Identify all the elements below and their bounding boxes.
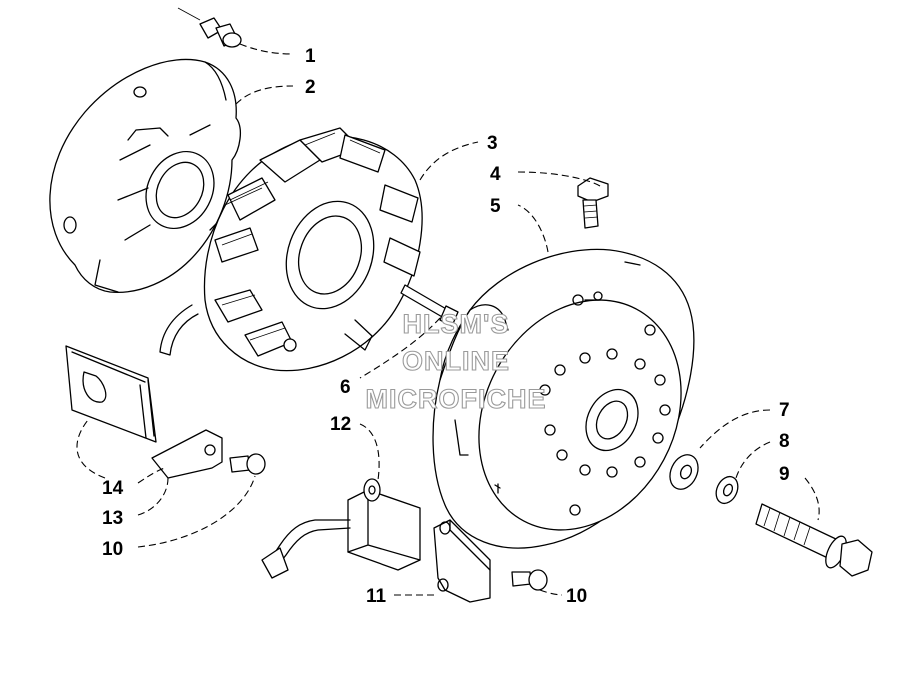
bracket-part-14[interactable] (65, 345, 157, 443)
bracket-part-11[interactable] (433, 519, 491, 603)
bracket-part-13[interactable] (151, 429, 223, 479)
callout-4: 4 (490, 164, 501, 185)
screw-part-10-left[interactable] (229, 453, 266, 475)
callout-labels: 1 2 3 4 5 6 7 8 9 10 10 11 12 13 14 (102, 46, 790, 607)
flange-bolt-part-9[interactable] (755, 503, 873, 577)
bolt-part-4[interactable] (577, 177, 609, 229)
watermark-line-3: MICROFICHE (366, 384, 547, 414)
callout-12: 12 (330, 414, 351, 435)
watermark-line-1: HLSM'S (403, 309, 510, 339)
callout-1: 1 (305, 46, 316, 67)
callout-7: 7 (779, 400, 790, 421)
callout-11: 11 (366, 586, 387, 607)
callout-5: 5 (490, 196, 501, 217)
washer-part-7[interactable] (665, 450, 704, 494)
callout-9: 9 (779, 464, 790, 485)
callout-10-left: 10 (102, 539, 123, 560)
lock-washer-part-8[interactable] (712, 473, 742, 507)
callout-10-right: 10 (566, 586, 587, 607)
watermark: HLSM'S ONLINE MICROFICHE (365, 308, 547, 414)
callout-6: 6 (340, 377, 351, 398)
watermark-line-2: ONLINE (402, 346, 510, 376)
screw-part-1[interactable] (177, 7, 242, 48)
stator-housing-part-2[interactable] (49, 58, 242, 294)
callout-14: 14 (102, 478, 124, 499)
callout-2: 2 (305, 77, 316, 98)
leader-lines (76, 43, 820, 596)
screw-part-10-right[interactable] (511, 569, 548, 591)
stator-coils-part-3[interactable] (159, 127, 423, 372)
callout-3: 3 (487, 133, 498, 154)
regulator-part-12[interactable] (261, 478, 421, 579)
callout-13: 13 (102, 508, 123, 529)
flywheel-part-5[interactable] (432, 248, 720, 565)
screw-part-6[interactable] (400, 284, 459, 327)
callout-8: 8 (779, 431, 790, 452)
